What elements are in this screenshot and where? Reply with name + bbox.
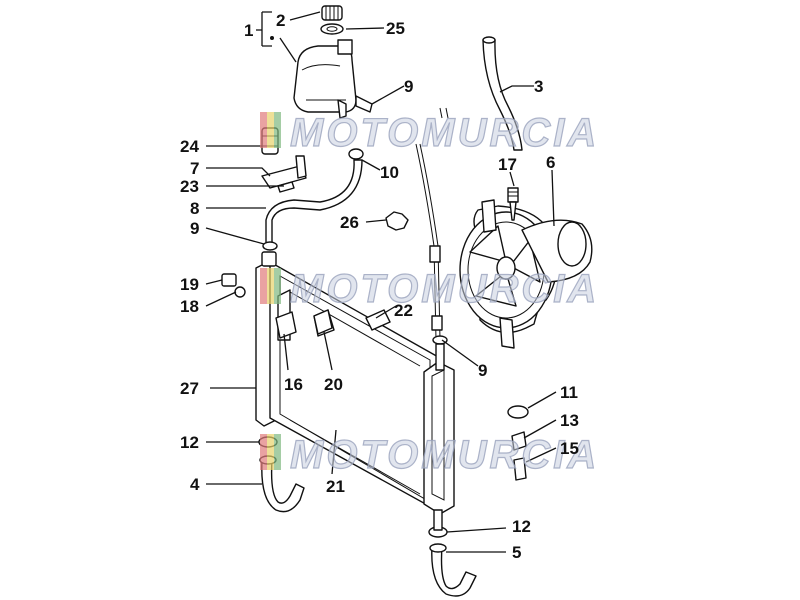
watermark-logo-bottom: MOTOMURCIA (260, 432, 599, 478)
callout-27: 27 (180, 379, 199, 398)
callout-8: 8 (190, 199, 199, 218)
hose-clamp-upper (348, 148, 364, 160)
cap-seal-ring (320, 23, 344, 35)
callout-9-left: 9 (190, 219, 199, 238)
callout-3: 3 (534, 77, 543, 96)
callout-12-left: 12 (180, 433, 199, 452)
overflow-hose (482, 36, 523, 151)
expansion-tank (293, 39, 373, 119)
watermark-group: MOTOMURCIA MOTOMURCIA MOTOMURCIA (260, 110, 599, 478)
callout-2: 2 (276, 11, 285, 30)
callout-labels: 1 2 25 3 9 24 7 10 23 17 6 8 9 26 19 18 … (180, 11, 579, 562)
tank-bracket (261, 155, 307, 189)
callout-bullet (270, 36, 274, 40)
fan-screw (507, 187, 519, 221)
callout-4: 4 (190, 475, 200, 494)
radiator-pipe-right-top (435, 343, 445, 371)
hose-clamp-small (507, 405, 529, 419)
callout-12-right: 12 (512, 517, 531, 536)
watermark-logo-middle: MOTOMURCIA (260, 266, 599, 312)
watermark-text-bottom: MOTOMURCIA (290, 433, 599, 477)
watermark-logo-top: MOTOMURCIA (260, 110, 599, 156)
callout-7: 7 (190, 159, 199, 178)
tank-cap (321, 5, 343, 21)
tank-to-radiator-hose (262, 159, 363, 251)
callout-23: 23 (180, 177, 199, 196)
callout-6: 6 (546, 153, 555, 172)
fan-cable (415, 107, 449, 345)
callout-10: 10 (380, 163, 399, 182)
radiator-clip-left (275, 311, 297, 339)
callout-9-top: 9 (404, 77, 413, 96)
callout-21: 21 (326, 477, 345, 496)
callout-15: 15 (560, 439, 579, 458)
radiator (255, 251, 455, 515)
callout-20: 20 (324, 375, 343, 394)
cooling-fan (459, 199, 593, 349)
callout-19: 19 (180, 275, 199, 294)
callout-1: 1 (244, 21, 253, 40)
callout-24: 24 (180, 137, 199, 156)
fan-spacer (511, 431, 527, 481)
watermark-text-middle: MOTOMURCIA (290, 267, 599, 311)
callout-25: 25 (386, 19, 405, 38)
callout-13: 13 (560, 411, 579, 430)
radiator-clip-right (313, 309, 333, 335)
callout-9-right: 9 (478, 361, 487, 380)
watermark-text-top: MOTOMURCIA (290, 111, 599, 155)
callout-16: 16 (284, 375, 303, 394)
callout-18: 18 (180, 297, 199, 316)
lower-hose-right (428, 509, 477, 597)
callout-17: 17 (498, 155, 517, 174)
callout-26: 26 (340, 213, 359, 232)
leader-lines (205, 11, 557, 553)
callout-11: 11 (560, 383, 578, 402)
grommet (385, 211, 409, 231)
callout-5: 5 (512, 543, 521, 562)
callout-22: 22 (394, 301, 413, 320)
bracket-screw (277, 181, 295, 193)
